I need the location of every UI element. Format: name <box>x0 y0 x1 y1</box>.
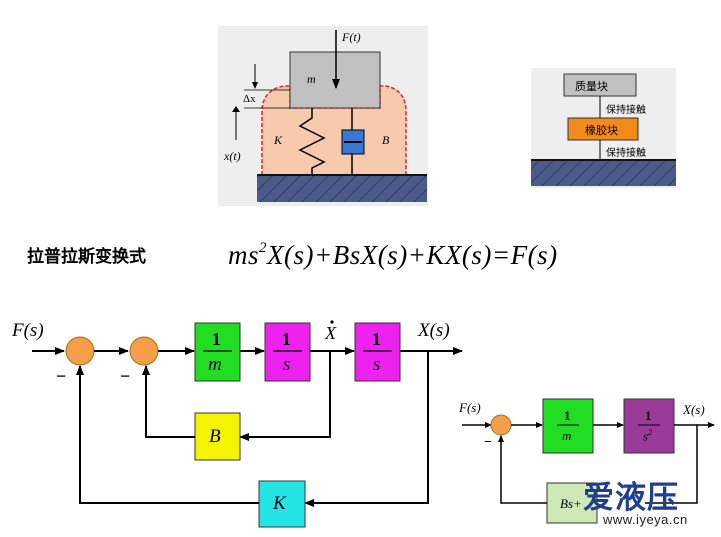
rubber-block-box <box>567 117 639 141</box>
damper-label: B <box>382 133 390 147</box>
s-output-label: X(s) <box>683 402 705 417</box>
block3-num: 1 <box>372 329 381 349</box>
output-label: X(s) <box>418 320 450 341</box>
block-s-1-over-m <box>542 398 594 454</box>
mass-block <box>289 51 381 109</box>
contact-diagram <box>531 68 676 188</box>
block-1-over-s-squared <box>623 398 675 454</box>
laplace-heading: 拉普拉斯变换式 <box>27 247 146 267</box>
s-input-label: F(s) <box>459 400 481 415</box>
laplace-equation: ms2X(s)+BsX(s)+KX(s)=F(s) <box>228 240 558 270</box>
summing-junction-1 <box>65 336 95 366</box>
summing-junction-3 <box>490 414 512 436</box>
block-diagram-simplified <box>462 398 715 524</box>
watermark-url: www.iyeya.cn <box>603 512 688 527</box>
contact-upper-label: 保持接触 <box>606 105 646 116</box>
feedback-block-Bs <box>546 482 598 524</box>
block2-den: s <box>283 354 291 375</box>
block1-den: m <box>208 354 222 375</box>
damper <box>341 108 365 175</box>
mass-block-label: 质量块 <box>575 80 608 93</box>
spring-label: K <box>274 133 283 147</box>
block2-num: 1 <box>282 329 291 349</box>
block3-den: s <box>373 354 381 375</box>
input-label: F(s) <box>12 320 44 341</box>
sign-1: − <box>56 366 67 386</box>
feedback-block-K <box>258 480 306 528</box>
s-block1-den: m <box>562 428 572 443</box>
spring <box>298 108 326 175</box>
xdot-label: X <box>325 323 336 343</box>
block1-num: 1 <box>212 329 221 349</box>
block-1-over-s-a <box>264 322 311 382</box>
s-block2-num: 1 <box>645 408 652 423</box>
block-1-over-s-b <box>354 322 401 382</box>
mechanical-model <box>218 26 428 206</box>
feedback-B-label: B <box>209 426 221 447</box>
delta-x-label: Δx <box>243 93 256 105</box>
watermark-brand: 爱液压 <box>583 480 679 516</box>
rubber-block-label: 橡胶块 <box>585 124 618 137</box>
force-label: F(t) <box>342 30 361 44</box>
displacement-label: x(t) <box>224 149 241 163</box>
mass-label: m <box>307 72 316 86</box>
s-block2-den: s2 <box>643 428 653 444</box>
watermark-logo: 爱液压 www.iyeya.cn <box>583 472 717 530</box>
contact-lower-label: 保持接触 <box>606 148 646 159</box>
feedback-K-label: K <box>273 493 286 514</box>
sign-2: − <box>120 366 131 386</box>
s-sign: − <box>484 435 492 450</box>
block-diagram-main <box>32 320 463 528</box>
s-block1-num: 1 <box>564 408 571 423</box>
s-feedback-label: Bs+ <box>560 496 582 511</box>
summing-junction-2 <box>129 336 159 366</box>
